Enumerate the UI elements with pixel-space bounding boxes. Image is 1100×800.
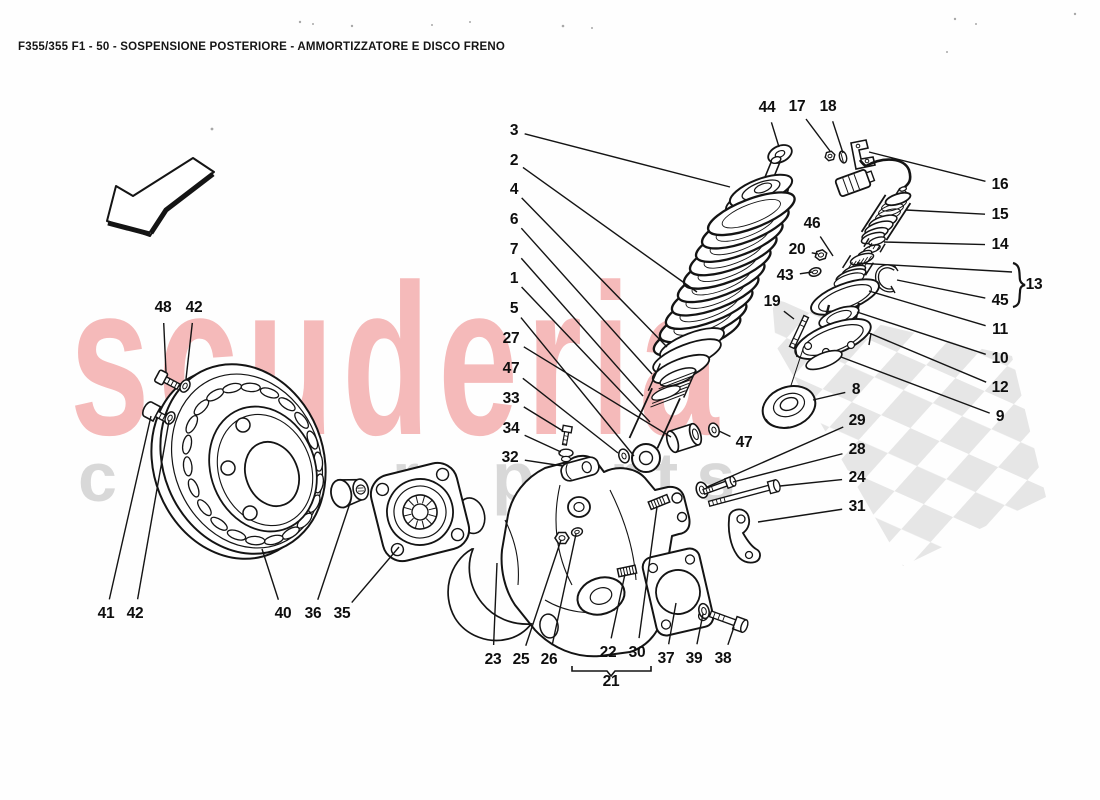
actuator-cable [858,158,912,190]
bolt-28 [702,475,737,495]
leader-6 [520,227,653,375]
leader-38 [727,626,735,646]
brake-disc [150,363,327,560]
leader-45 [896,279,986,299]
washer-42b [164,411,176,425]
leader-23 [492,562,498,646]
rubber-mount-8 [761,348,817,429]
leader-37 [667,602,677,645]
leader-9 [840,356,990,414]
leader-42 [136,420,170,600]
leader-47 [522,377,619,454]
checkered-flag-watermark [772,299,1046,566]
leader-11 [868,290,986,327]
leader-1 [521,286,651,423]
leader-22 [610,573,626,639]
washer-39 [698,602,710,620]
brace-13 [1012,261,1026,309]
leader-7 [520,257,644,397]
leader-41 [108,415,152,600]
direction-arrow-icon [106,157,215,237]
leader-4 [521,197,668,348]
leader-27 [523,346,672,438]
cable-bracket-16 [850,139,876,170]
disc-bolt-48 [154,369,181,391]
leader-30 [638,506,658,639]
leader-15 [905,209,986,215]
leader-5 [520,317,635,457]
bolt-33 [561,424,573,446]
nut-25 [554,531,570,545]
nut-17 [824,150,836,162]
cushion-ring-9 [805,349,843,371]
leader-39 [696,613,704,645]
leader-43 [799,271,813,275]
stud-19 [788,314,810,350]
leader-19 [783,310,795,320]
washer-18 [838,150,848,164]
bolt-38 [708,610,749,634]
hub-spline [403,495,437,529]
washer-47-left [618,448,630,464]
bolt-24 [707,479,781,508]
leader-2 [522,166,698,293]
leader-10 [856,311,986,355]
leader-44 [770,122,780,148]
leader-31 [757,508,843,523]
spacer-nut-36 [330,478,370,509]
leader-33 [523,406,564,432]
washer-43 [808,267,822,277]
leader-47 [718,430,731,438]
leader-24 [779,478,843,487]
spring-clip-45 [874,264,899,294]
leader-36 [317,499,352,600]
leader-26 [551,533,577,646]
wheel-hub [369,461,486,563]
actuator-15 [860,186,912,245]
underbrace-21 [571,666,652,678]
cable-connector [834,169,876,197]
leader-46 [819,236,834,257]
washer-stack-34 [558,448,574,463]
leader-20 [811,252,819,255]
scan-specks [210,12,1077,131]
leader-25 [525,539,562,646]
leader-34 [524,434,562,453]
set-screw-22 [616,564,638,578]
leader-3 [524,133,731,188]
washer-47-right [708,422,720,438]
coil-spring [652,191,796,357]
leader-8 [812,391,846,401]
leader-18 [831,121,844,154]
leader-16 [868,151,986,183]
nut-20 [814,248,828,262]
leader-14 [883,241,986,246]
clamp-32 [560,456,600,482]
leader-40 [261,548,280,600]
leader-17 [805,118,831,152]
page-title: F355/355 F1 - 50 - SOSPENSIONE POSTERIOR… [18,41,506,53]
spring-plate-11 [810,278,880,321]
shock-absorber [628,156,796,473]
toe-link-31 [727,508,761,564]
leader-29 [706,426,844,488]
washer-42a [179,379,191,393]
leader-13 [856,262,1013,273]
leader-48 [163,322,167,373]
leader-42 [185,322,194,380]
leader-12 [868,332,987,383]
leader-32 [524,459,564,467]
ring-10 [818,305,860,329]
dust-shield [447,548,533,642]
set-screw-30 [647,493,671,511]
leader-28 [732,453,843,483]
washer-26 [570,527,584,537]
leader-35 [351,546,400,604]
flange-plate-37 [641,547,715,637]
